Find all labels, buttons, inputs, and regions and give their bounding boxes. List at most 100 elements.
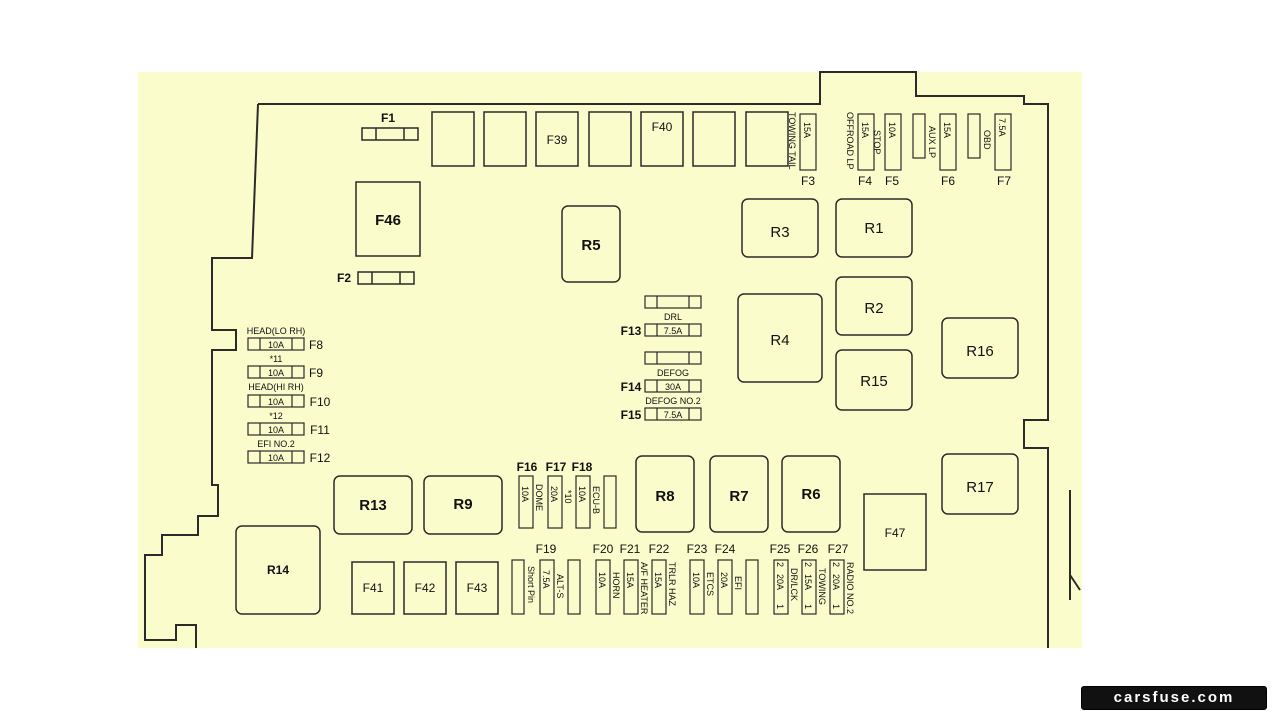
fuse-f7-id: F7 [997,174,1011,188]
fuse-f27 [829,559,845,615]
relay-r7 [709,455,769,533]
fuse-f47-label: F47 [885,526,906,540]
fuse-f25-id: F25 [770,542,791,556]
fuse-f23-amp: 10A [691,572,701,588]
fuse-f10 [247,394,305,408]
fuse-f1-label: F1 [381,111,395,125]
fuse-f42-label: F42 [415,581,436,595]
fuse-f9-id: F9 [309,366,323,380]
fuse-f27-pin-l: 2 [831,562,841,567]
fuse-f16-name: DOME [534,484,544,511]
fuse-f14-amp: 30A [665,382,681,392]
fuse-f21-amp: 15A [625,572,635,588]
relay-r16-label: R16 [966,343,994,360]
fuse-f11-amp: 10A [268,425,284,435]
fuse-box-panel [138,72,1082,648]
fuse-f6-amp: 15A [942,122,952,138]
fuse-f3-amp: 15A [802,122,812,138]
fuse-f13-name: DRL [664,312,682,322]
fuse-f5-amp: 10A [887,122,897,138]
fuse-f7-amp: 7.5A [997,118,1007,137]
fuse-f4-amp: 15A [860,122,870,138]
carsfuse-logo: carsfuse.com [1081,686,1267,710]
fuses-top-right [799,113,1012,171]
fuse-f15 [644,407,702,421]
fuses-left [247,337,305,464]
relay-r8 [635,455,695,533]
cartridge-f41-f43 [351,561,499,615]
fuse-f25-pin-r: 1 [775,604,785,609]
fuse-f14 [644,379,702,393]
fuse-f17-amp: 20A [549,486,559,502]
fuse-f21-name: A/F HEATER [639,562,649,615]
fuse-f12-id: F12 [310,451,331,465]
fuse-f41-label: F41 [363,581,384,595]
fuse-f22 [651,559,667,615]
fuse-f19-extra: Short Pin [526,566,536,603]
fuse-f17-id: F17 [546,460,567,474]
fuse-f6 [939,113,957,171]
fuse-f4 [857,113,875,171]
fuse-f15-name: DEFOG NO.2 [645,396,701,406]
fuse-f3-name: TOWING TAIL [787,112,797,170]
fuse-f22-name: TRLR HAZ [667,562,677,607]
fuse-f24-id: F24 [715,542,736,556]
fuse-f23 [689,559,705,615]
fuse-f10-amp: 10A [268,397,284,407]
fuse-f19-id: F19 [536,542,557,556]
fuse-f27-amp: 20A [831,574,841,590]
fuse-f10-id: F10 [310,395,331,409]
fuse-f42 [403,561,447,615]
fuse-f40-label: F40 [652,120,673,134]
relay-r5 [561,205,621,283]
fuse-f24 [717,559,733,615]
fuse-f13-id: F13 [621,324,642,338]
relays [235,198,1019,615]
fuse-f25-name: DR/LCK [789,568,799,601]
relay-r5-label: R5 [581,237,600,254]
fuse-f7-name: OBD [982,130,992,150]
fuse-f27-pin-r: 1 [831,604,841,609]
fuse-f12-amp: 10A [268,453,284,463]
fuse-f11 [247,422,305,436]
fuse-f12-name: EFI NO.2 [257,439,295,449]
fuse-f18-amp: 10A [577,486,587,502]
relay-r8-label: R8 [655,488,674,505]
fuse-f5-id: F5 [885,174,899,188]
fuse-f43-label: F43 [467,581,488,595]
fuse-f15-id: F15 [621,408,642,422]
fuse-f8-name: HEAD(LO RH) [247,326,306,336]
fuse-box-outline [144,71,1049,648]
fuse-f3-id: F3 [801,174,815,188]
fuse-f13-amp: 7.5A [664,326,683,336]
fuse-f6-name: AUX LP [927,126,937,158]
fuse-f4-id: F4 [858,174,872,188]
relay-r3-label: R3 [770,224,789,241]
fuse-f10-name: HEAD(HI RH) [248,382,304,392]
fuse-f43 [455,561,499,615]
fuse-f39-label: F39 [547,133,568,147]
fuse-f17-name: *10 [563,490,573,504]
relay-r9-label: R9 [453,496,472,513]
relay-r13-label: R13 [359,497,387,514]
fuse-f25 [773,559,789,615]
fuse-f26-pin-r: 1 [803,604,813,609]
fuse-f8-id: F8 [309,338,323,352]
relay-r2 [835,276,913,336]
fuse-f4-name: OFFROAD LP [845,112,855,170]
fuse-f9 [247,365,305,379]
fuse-f20 [595,559,611,615]
relay-r14 [235,525,321,615]
fuse-f6-id: F6 [941,174,955,188]
fuse-f5-name: STOP [872,130,882,154]
fuse-f12 [247,450,305,464]
fuse-f5 [884,113,902,171]
relay-r15-label: R15 [860,373,888,390]
fuse-box-side-tab [1069,490,1081,600]
fuse-f25-pin-l: 2 [775,562,785,567]
fuse-f11-name: *12 [269,411,283,421]
relay-r3 [741,198,819,258]
fuse-f20-name: HORN [611,572,621,599]
fuse-f24-name: EFI [733,576,743,590]
fuse-f23-id: F23 [687,542,708,556]
